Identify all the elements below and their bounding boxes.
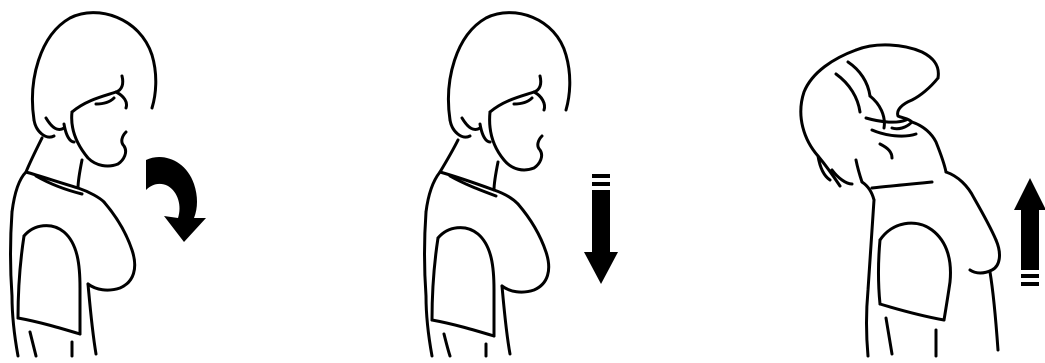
curved-down-arrow-icon	[146, 157, 206, 242]
panel-2-head-drop-down	[425, 13, 619, 356]
panel-3-head-tilt-back	[801, 45, 1045, 356]
up-arrow-icon	[1014, 178, 1045, 286]
figure-3	[801, 45, 1000, 356]
down-arrow-icon	[584, 174, 618, 284]
figure-1	[11, 13, 156, 356]
figure-2	[425, 13, 570, 356]
panel-1-head-bow-forward	[11, 13, 207, 356]
